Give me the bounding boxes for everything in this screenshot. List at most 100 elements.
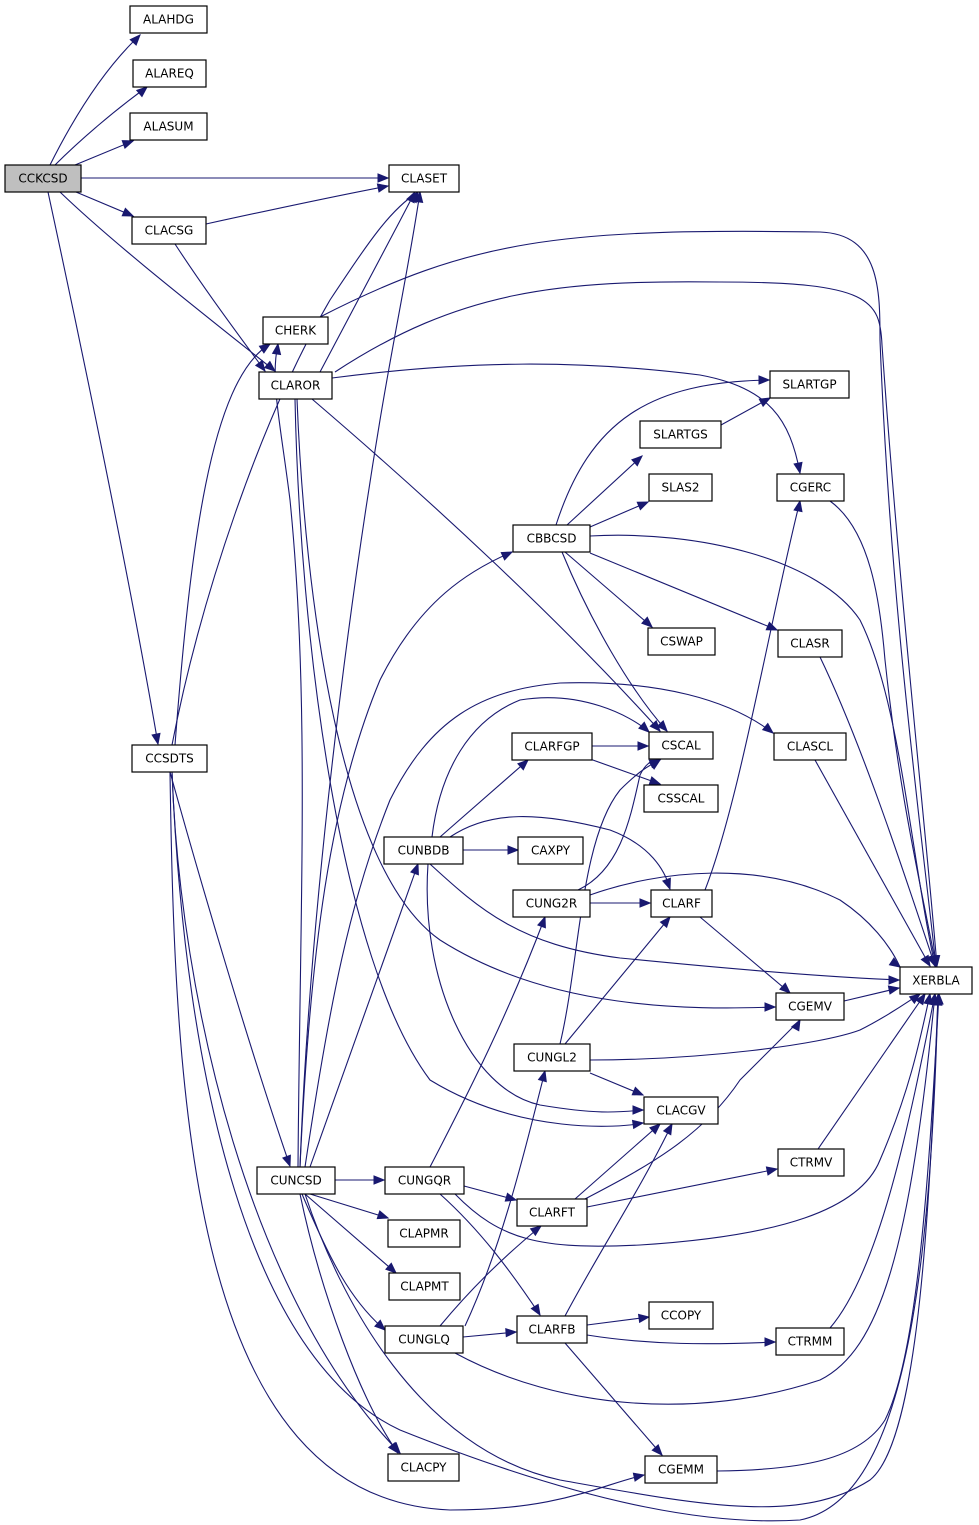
edge-cungqr-to-clarft <box>463 1185 518 1202</box>
edge-cungqr-to-cung2r <box>429 915 546 1168</box>
node-label: CLACSG <box>145 224 194 238</box>
node-cung2r[interactable]: CUNG2R <box>512 889 591 918</box>
edge-cbbcsd-to-cscal <box>561 551 668 732</box>
edge-ccsdts-to-cgemm <box>169 771 646 1511</box>
edge-cbbcsd-to-slas2 <box>589 501 650 528</box>
node-clapmr[interactable]: CLAPMR <box>387 1219 461 1248</box>
node-label: CLARFB <box>528 1323 575 1337</box>
node-clacsg[interactable]: CLACSG <box>131 216 207 245</box>
edge-ccsdts-to-cuncsd <box>169 771 291 1168</box>
node-cunglq[interactable]: CUNGLQ <box>384 1325 464 1354</box>
edge-ctrmm-to-xerbla <box>829 992 938 1329</box>
node-cungqr[interactable]: CUNGQR <box>384 1166 465 1195</box>
node-label: CTRMM <box>788 1335 833 1349</box>
node-cbbcsd[interactable]: CBBCSD <box>512 524 591 553</box>
edge-cckcsd-to-alasum <box>74 140 135 166</box>
edge-clarfb-to-clacgv <box>564 1122 673 1317</box>
node-cckcsd[interactable]: CCKCSD <box>4 164 82 193</box>
node-ccopy[interactable]: CCOPY <box>648 1301 714 1330</box>
node-claror[interactable]: CLAROR <box>258 371 333 400</box>
edges-layer <box>47 34 944 1522</box>
node-label: CLAROR <box>271 379 321 393</box>
edge-cuncsd-to-clacpy <box>299 1193 399 1455</box>
edge-cbbcsd-to-slartgp <box>555 375 771 526</box>
edge-cungqr-to-clarfb <box>439 1193 541 1317</box>
edge-cunglq-to-clarft <box>439 1225 543 1327</box>
node-cungl2[interactable]: CUNGL2 <box>513 1043 591 1072</box>
node-clacgv[interactable]: CLACGV <box>643 1096 719 1125</box>
node-label: CLAPMR <box>399 1227 448 1241</box>
node-cgemv[interactable]: CGEMV <box>775 992 845 1021</box>
node-label: SLARTGP <box>782 378 836 392</box>
edge-clarf-to-cgemv <box>699 916 791 994</box>
edge-clarfb-to-cgemm <box>564 1342 663 1456</box>
node-alasum[interactable]: ALASUM <box>129 112 208 141</box>
edge-cckcsd-to-ccsdts <box>47 191 161 746</box>
node-label: SLARTGS <box>653 428 708 442</box>
edge-cuncsd-to-clapmt <box>304 1193 397 1274</box>
node-clasr[interactable]: CLASR <box>777 629 843 658</box>
node-cgemm[interactable]: CGEMM <box>644 1455 718 1484</box>
node-label: CSWAP <box>660 635 703 649</box>
node-label: CUNCSD <box>270 1174 321 1188</box>
node-clarfgp[interactable]: CLARFGP <box>511 732 593 761</box>
node-cscal[interactable]: CSCAL <box>648 731 714 760</box>
node-caxpy[interactable]: CAXPY <box>517 836 584 865</box>
edge-claror-to-cgerc <box>331 363 803 475</box>
edge-claror-to-cgemv <box>296 398 777 1012</box>
node-slas2[interactable]: SLAS2 <box>648 473 713 502</box>
node-label: CCKCSD <box>18 172 67 186</box>
node-ctrmm[interactable]: CTRMM <box>775 1327 845 1356</box>
edge-clarfb-to-ccopy <box>586 1313 651 1326</box>
edge-cckcsd-to-alareq <box>54 86 149 166</box>
node-cuncsd[interactable]: CUNCSD <box>256 1166 336 1195</box>
node-xerbla[interactable]: XERBLA <box>899 966 973 995</box>
node-clascl[interactable]: CLASCL <box>773 732 847 761</box>
node-clapmt[interactable]: CLAPMT <box>388 1272 461 1301</box>
edge-cuncsd-to-clascl <box>304 682 775 1168</box>
node-claset[interactable]: CLASET <box>388 164 460 193</box>
edge-cckcsd-to-claset <box>81 173 390 183</box>
node-cgerc[interactable]: CGERC <box>776 473 845 502</box>
node-alahdg[interactable]: ALAHDG <box>129 5 208 34</box>
edge-cunbdb-to-xerbla <box>429 863 901 985</box>
edge-cunbdb-to-cscal <box>431 697 650 838</box>
edge-clasr-to-xerbla <box>819 656 936 968</box>
edge-cckcsd-to-clacsg <box>75 191 135 217</box>
edge-clarf-to-cgerc <box>704 499 803 891</box>
node-label: CLASR <box>790 637 830 651</box>
node-label: CBBCSD <box>527 532 577 546</box>
node-slartgp[interactable]: SLARTGP <box>769 370 850 399</box>
node-label: CLARFT <box>529 1206 576 1220</box>
edge-cgemm-to-xerbla <box>716 992 944 1472</box>
node-cswap[interactable]: CSWAP <box>647 627 716 656</box>
node-label: ALASUM <box>143 120 193 134</box>
node-cunbdb[interactable]: CUNBDB <box>383 836 464 865</box>
node-slartgs[interactable]: SLARTGS <box>639 420 722 449</box>
node-csscal[interactable]: CSSCAL <box>643 784 719 813</box>
node-clarf[interactable]: CLARF <box>650 889 713 918</box>
edge-cunglq-to-clarfb <box>462 1327 518 1338</box>
node-alareq[interactable]: ALAREQ <box>132 59 207 88</box>
edge-cunbdb-to-caxpy <box>463 845 520 855</box>
node-ctrmv[interactable]: CTRMV <box>777 1148 845 1177</box>
node-label: CGERC <box>790 481 831 495</box>
node-clarft[interactable]: CLARFT <box>516 1198 588 1227</box>
edge-cuncsd-to-cherk <box>271 342 303 1168</box>
node-label: ALAHDG <box>143 13 194 27</box>
edge-ccsdts-to-cherk <box>174 343 272 746</box>
edge-cuncsd-to-cbbcsd <box>299 551 514 1168</box>
node-ccsdts[interactable]: CCSDTS <box>131 744 208 773</box>
nodes-layer: CCKCSD ALAHDG ALAREQ ALASUM CLASET CLACSG CHER… <box>4 5 973 1484</box>
node-label: CUNGLQ <box>398 1333 450 1347</box>
node-label: CCOPY <box>661 1309 702 1323</box>
node-label: CLACGV <box>656 1104 706 1118</box>
node-label: CCSDTS <box>145 752 194 766</box>
node-clarfb[interactable]: CLARFB <box>516 1315 588 1344</box>
node-label: CHERK <box>275 324 317 338</box>
node-clacpy[interactable]: CLACPY <box>387 1453 460 1482</box>
edge-slartgs-to-slartgp <box>720 397 772 426</box>
node-cherk[interactable]: CHERK <box>262 316 329 345</box>
node-label: CUNBDB <box>398 844 450 858</box>
